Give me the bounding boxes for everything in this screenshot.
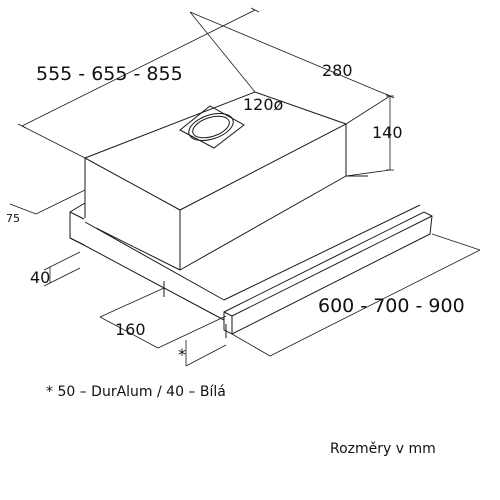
front-depth-ext-right (157, 315, 227, 349)
width-tick-right (250, 7, 260, 13)
front-depth-ext (99, 287, 165, 318)
width-label: 555 - 655 - 855 (36, 63, 183, 85)
panel-top-back-edge (84, 221, 225, 301)
panel-top-front-edge (79, 242, 225, 321)
panel-left-tab-top (69, 211, 85, 220)
duct-opening-outer (188, 113, 234, 141)
star-ext (185, 344, 227, 367)
housing-top-face (83, 91, 348, 211)
front-height-label: 40 (30, 268, 50, 287)
duct-plate (179, 105, 245, 149)
front-bar-edge (223, 311, 233, 317)
units-caption: Rozměry v mm (330, 441, 436, 457)
panel-inner-line (95, 227, 181, 271)
motor-housing (83, 91, 348, 270)
footnote: * 50 – DurAlum / 40 – Bílá (46, 384, 226, 400)
dimension-lines (9, 7, 481, 367)
front-depth-label: 160 (115, 320, 146, 339)
bottom-ext-left (231, 333, 271, 357)
panel-left-tab (69, 202, 86, 244)
duct-label: 120ø (243, 95, 284, 114)
width-ext-left (21, 125, 86, 159)
depth-label: 280 (322, 61, 353, 80)
offset-ext (35, 189, 86, 215)
duct-outlet (179, 105, 245, 149)
front-bar-top (231, 215, 433, 317)
height-ext (345, 169, 391, 177)
height-label: 140 (372, 123, 403, 142)
bottom-width-label: 600 - 700 - 900 (318, 295, 465, 317)
front-bar (223, 211, 433, 335)
width-ext-right (189, 11, 256, 93)
panel-rim-top (223, 204, 421, 301)
width-dim-line (21, 9, 256, 127)
depth-dim-line (189, 11, 391, 97)
panel-housing-base (179, 175, 347, 271)
front-depth-dim-line (99, 316, 159, 349)
depth-ext (345, 95, 391, 125)
duct-opening-inner (192, 115, 230, 139)
canopy-panel (69, 175, 433, 338)
bottom-dim-line (269, 249, 481, 357)
offset-label: 75 (6, 212, 20, 225)
bottom-ext-right (431, 233, 481, 251)
offset-dim-line (9, 203, 37, 215)
width-tick-left (17, 123, 27, 129)
star-label: * (178, 345, 186, 364)
